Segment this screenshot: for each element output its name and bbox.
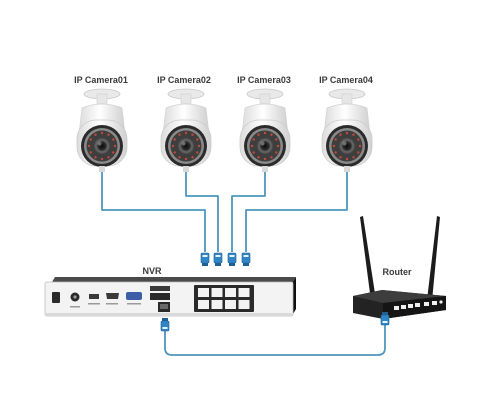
nvr-label: NVR	[142, 266, 162, 276]
ip-camera02-icon	[160, 88, 212, 173]
cable-camera02	[185, 172, 219, 252]
nvr-poe-connector-4	[241, 252, 251, 267]
camera04-label: IP Camera04	[319, 75, 373, 85]
nvr-poe-connector-1	[200, 252, 210, 267]
router-label: Router	[382, 267, 412, 277]
nvr-poe-connector-2	[213, 252, 223, 267]
nvr-poe-connector-3	[227, 252, 237, 267]
cable-camera01	[101, 172, 206, 252]
ip-camera01-icon	[76, 88, 128, 173]
nvr-device	[44, 277, 296, 317]
cable-camera03	[231, 172, 266, 252]
cable-nvr-router	[164, 318, 386, 356]
nvr-lan-connector	[160, 317, 170, 332]
router-lan-connector	[380, 311, 390, 326]
camera-cables	[101, 172, 348, 252]
camera02-label: IP Camera02	[157, 75, 211, 85]
ip-camera04-icon	[321, 88, 373, 173]
cable-camera04	[245, 172, 348, 252]
router-device	[353, 216, 446, 319]
camera03-label: IP Camera03	[237, 75, 291, 85]
ip-camera03-icon	[239, 88, 291, 173]
camera01-label: IP Camera01	[74, 75, 128, 85]
